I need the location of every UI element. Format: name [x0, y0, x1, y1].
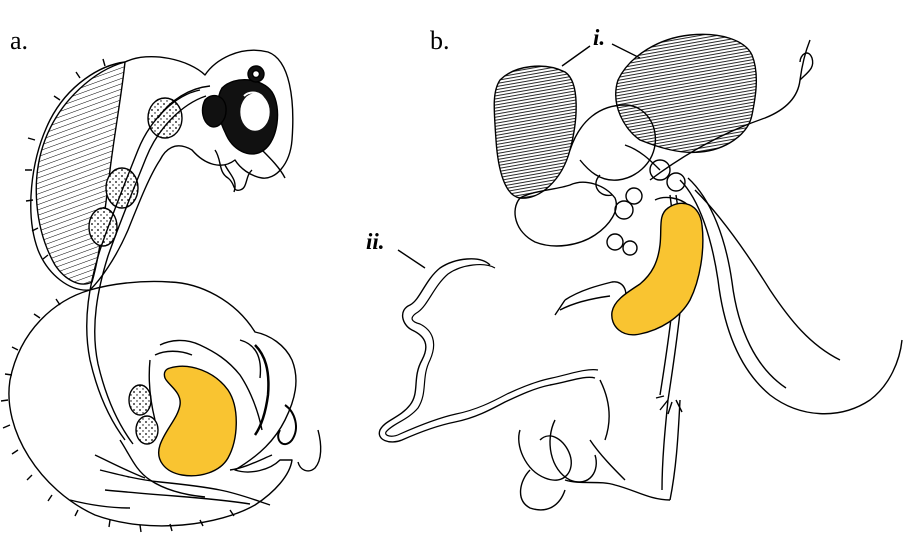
panel-b-drawing: [379, 34, 902, 510]
ganglion: [148, 98, 182, 138]
ganglion: [136, 416, 158, 444]
flight-muscle-left: [494, 66, 576, 198]
head-lobe: [203, 96, 227, 127]
abdomen-outline: [9, 281, 296, 525]
flight-muscle-right: [616, 34, 757, 152]
ganglion: [106, 168, 138, 208]
highlighted-organ-a: [159, 366, 237, 475]
highlighted-organ-b: [612, 203, 703, 334]
ganglion: [129, 385, 151, 415]
